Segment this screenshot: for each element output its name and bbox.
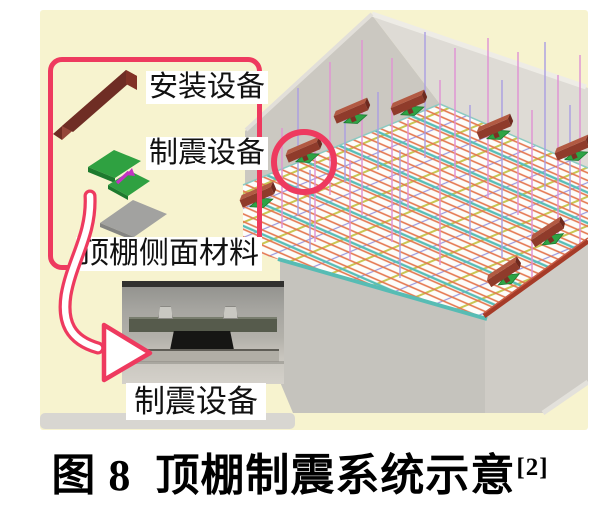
damper-photo-label: 制震设备 <box>126 383 266 421</box>
figure-caption: 图 8 顶棚制震系统示意[2] <box>0 444 600 515</box>
callout-arrow-icon <box>58 189 153 383</box>
ceiling-room-illustration <box>40 11 588 429</box>
figure-reference: [2] <box>516 454 549 481</box>
figure-title: 顶棚制震系统示意 <box>155 451 516 500</box>
ceiling-body <box>280 240 588 416</box>
damper-shadow <box>122 361 284 364</box>
damper-photo <box>122 281 284 384</box>
damper-base-plate <box>125 349 279 362</box>
damper-top-plate <box>129 317 277 332</box>
ceiling-side-material-label: 顶棚侧面材料 <box>76 237 262 272</box>
highlight-circle-icon <box>271 129 337 195</box>
figure-panel: 安装设备 制震设备 顶棚侧面材料 制震设备 <box>40 10 588 430</box>
grid-edge-beams <box>277 237 588 321</box>
damping-equipment-label: 制震设备 <box>146 137 269 171</box>
figure-number: 图 8 <box>51 451 132 500</box>
photo-frame-edge <box>122 281 284 287</box>
install-equipment-label: 安装设备 <box>146 71 269 105</box>
mounting-brackets <box>239 89 588 288</box>
damper-bolt-clip <box>223 306 238 319</box>
room-walls <box>244 11 588 186</box>
damper-rubber-block <box>170 331 234 350</box>
damper-plates-icon <box>88 150 150 200</box>
gray-plate-icon <box>100 200 167 241</box>
angle-bracket-icon <box>53 70 137 140</box>
